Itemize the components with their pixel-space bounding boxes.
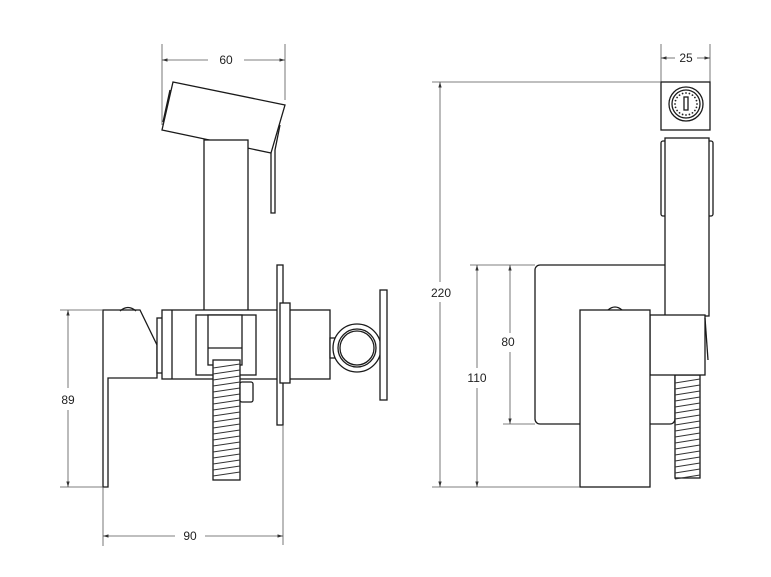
hose-coil (212, 471, 241, 477)
hose-coil (674, 402, 701, 408)
hose-coil (212, 429, 241, 435)
valve-lever (579, 309, 651, 488)
hose-side (674, 374, 701, 480)
nozzle-hole (676, 96, 679, 99)
nozzle-hole (681, 92, 684, 95)
hose-coil (674, 468, 701, 474)
hose-coil (212, 393, 241, 399)
nozzle-hole (688, 113, 691, 116)
hose-coil (212, 399, 241, 405)
nozzle-hole (678, 111, 681, 114)
dimension-label-80: 80 (501, 335, 515, 349)
nozzle-hole (674, 106, 677, 109)
hose-coil (674, 462, 701, 468)
dimension-label-90: 90 (183, 529, 197, 543)
dimension-label-110: 110 (467, 371, 486, 385)
hose-coil (674, 450, 701, 456)
hose-nut (239, 381, 254, 403)
hose-front (212, 359, 241, 481)
hose-coil (674, 396, 701, 402)
hose-coil (674, 444, 701, 450)
holder-block (649, 314, 706, 376)
wall-bracket (102, 306, 166, 488)
nozzle-hole (693, 109, 696, 112)
dimension-total-height: 220 (431, 81, 661, 488)
hose-coil (212, 459, 241, 465)
nozzle-hole (691, 94, 694, 97)
hose-coil (212, 381, 241, 387)
hose-coil (212, 375, 241, 381)
hose-coil (674, 438, 701, 444)
hose-coil (212, 435, 241, 441)
hose-coil (212, 417, 241, 423)
dimension-label-25: 25 (679, 51, 693, 65)
hose-coil (674, 432, 701, 438)
hose-coil (212, 369, 241, 375)
shower-handle (664, 137, 710, 317)
dimension-top-width: 60 (161, 44, 286, 125)
nozzle-hole (674, 99, 677, 102)
hose-coil (674, 474, 701, 480)
hose-coil (674, 414, 701, 420)
hose-coil (212, 423, 241, 429)
dimension-mount-height: 110 (467, 264, 535, 487)
shower-head (161, 81, 286, 214)
dimension-label-60: 60 (219, 53, 233, 67)
hose-coil (212, 411, 241, 417)
nozzle-hole (681, 113, 684, 116)
hose-coil (674, 408, 701, 414)
nozzle-hole (676, 109, 679, 112)
hose-coil (674, 384, 701, 390)
nozzle-hole (695, 106, 698, 109)
hose-coil (212, 387, 241, 393)
hose-coil (674, 420, 701, 426)
hose-coil (674, 390, 701, 396)
nozzle-hole (695, 99, 698, 102)
side-view: 25 220 (431, 44, 714, 488)
nozzle-hole (688, 92, 691, 95)
nozzle-hole (691, 111, 694, 114)
dimension-height: 89 (60, 309, 103, 488)
dimension-label-220: 220 (431, 286, 451, 300)
nozzle-hole (693, 96, 696, 99)
hose-coil (212, 447, 241, 453)
dimension-label-89: 89 (61, 393, 75, 407)
hose-coil (674, 456, 701, 462)
nozzle-hole (685, 114, 687, 116)
nozzle-face (668, 86, 704, 122)
nozzle-hole (685, 92, 687, 94)
hose-coil (212, 441, 241, 447)
hose-coil (212, 363, 241, 369)
dimension-plate-height: 80 (501, 265, 535, 425)
nozzle-hole (678, 94, 681, 97)
front-view: 60 (60, 44, 388, 546)
hose-coil (212, 405, 241, 411)
hose-coil (674, 426, 701, 432)
nozzle-hole (696, 103, 698, 105)
shower-stem (203, 139, 249, 313)
hose-coil (212, 465, 241, 471)
side-plate (379, 289, 388, 401)
nozzle-hole (674, 103, 676, 105)
hose-coil (212, 453, 241, 459)
dimension-head-width: 25 (660, 44, 711, 82)
hose-coil (674, 378, 701, 384)
dimension-bottom-width: 90 (102, 487, 283, 546)
